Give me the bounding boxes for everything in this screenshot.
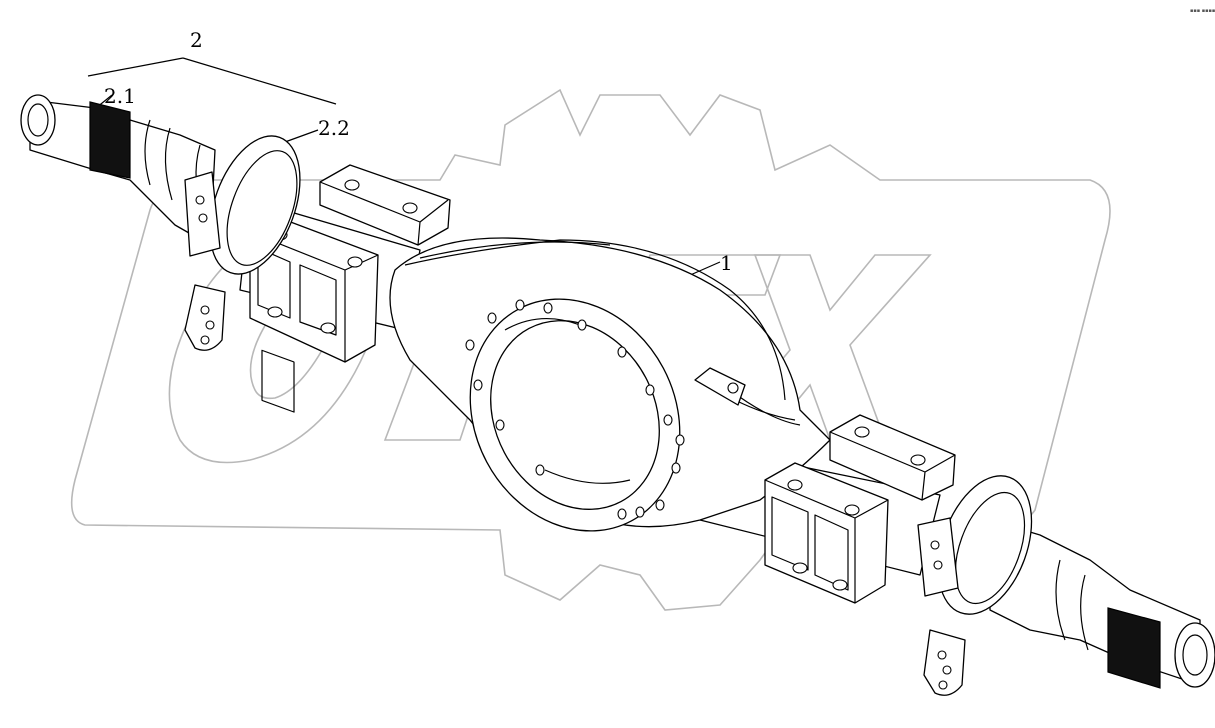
bolt-hole — [487, 312, 497, 324]
bracket-bolt-hole — [844, 504, 860, 516]
callout-assembly: 2 — [190, 28, 203, 52]
spindle-thread-left — [89, 101, 131, 179]
spindle-tip-right — [1174, 622, 1215, 688]
steering-arm-right — [923, 629, 966, 696]
bolt-hole — [535, 464, 545, 476]
caliper-hole — [195, 195, 205, 205]
pad-bolt-hole — [910, 454, 926, 466]
bolt-hole — [617, 508, 627, 520]
caliper-hole — [930, 540, 940, 550]
left-lower-bracket-face — [249, 231, 379, 362]
leader-flange — [284, 129, 319, 143]
bolt-hole — [671, 462, 681, 474]
arm-hole — [200, 305, 210, 315]
spindle-step-left-1 — [144, 119, 151, 186]
opening-inner-lip-top — [504, 317, 581, 331]
watermark-letter-x — [713, 254, 932, 441]
differential-opening — [490, 320, 660, 510]
bracket-window-left — [257, 247, 291, 319]
bolt-hole — [473, 379, 483, 391]
housing-curve-lower-2 — [734, 399, 796, 421]
caliper-hole — [933, 560, 943, 570]
corner-tag: ▪▪▪ ▪▪▪▪ — [1190, 8, 1215, 14]
callout-spindle: 2.1 — [104, 84, 136, 108]
bracket-bolt-hole — [267, 306, 283, 318]
breather-hole — [727, 382, 739, 394]
spindle-step-right-2 — [1080, 574, 1089, 651]
brake-flange-left — [209, 135, 301, 275]
bolt-hole — [655, 499, 665, 511]
brake-flange-right-inner — [954, 491, 1026, 605]
arm-hole — [937, 650, 947, 660]
bolt-hole — [515, 299, 525, 311]
bolt-hole — [635, 506, 645, 518]
leader-assembly-left — [87, 57, 184, 77]
right-upper-pad-edge — [829, 431, 956, 501]
right-bracket-window-right — [814, 514, 849, 591]
spindle-tip-bore-left — [27, 103, 49, 137]
bolt-hole — [617, 346, 627, 358]
arm-hole — [938, 680, 948, 690]
leader-housing — [687, 261, 721, 277]
arm-hole — [205, 320, 215, 330]
left-upper-pad-corner — [417, 221, 421, 246]
opening-inner-lip-bottom — [544, 469, 631, 484]
caliper-hole — [198, 213, 208, 223]
right-spindle-end — [917, 475, 1215, 696]
housing-top-edge-inner — [419, 241, 611, 259]
arm-hole — [200, 335, 210, 345]
bolt-hole — [495, 419, 505, 431]
bolt-hole — [663, 414, 673, 426]
spindle-thread-right — [1107, 607, 1161, 689]
bracket-bolt-hole — [832, 579, 848, 591]
spindle-step-right-1 — [1055, 559, 1066, 641]
right-lower-bracket-face — [764, 479, 889, 603]
right-bracket-window-left — [771, 496, 809, 571]
bolt-hole — [543, 302, 553, 314]
bolt-hole — [675, 434, 685, 446]
bolt-hole — [577, 319, 587, 331]
spindle-tip-bore-right — [1182, 634, 1208, 676]
left-spindle-end — [20, 94, 301, 351]
steering-arm-left — [184, 284, 226, 351]
right-spring-seats — [764, 414, 956, 604]
callout-housing: 1 — [720, 251, 733, 275]
bracket-window — [261, 349, 295, 413]
breather-fitting — [694, 367, 746, 406]
housing-top-edge — [404, 239, 786, 401]
bracket-bolt-hole — [347, 256, 363, 268]
bracket-bolt-hole — [320, 322, 336, 334]
leader-assembly-right — [182, 57, 337, 105]
bolt-hole — [465, 339, 475, 351]
arm-hole — [942, 665, 952, 675]
callout-flange: 2.2 — [318, 116, 350, 140]
caliper-bracket-right — [917, 517, 959, 597]
bracket-bolt-hole — [787, 479, 803, 491]
bolt-hole — [645, 384, 655, 396]
spindle-step-left-2 — [164, 127, 173, 201]
bracket-bolt-hole — [792, 562, 808, 574]
pad-bolt-hole — [344, 179, 360, 191]
brake-flange-left-inner — [226, 150, 298, 266]
spindle-tip-left — [20, 94, 56, 146]
pad-bolt-hole — [402, 202, 418, 214]
bracket-window-right — [299, 264, 337, 336]
pad-bolt-hole — [854, 426, 870, 438]
flange-bolt-holes — [465, 299, 685, 520]
